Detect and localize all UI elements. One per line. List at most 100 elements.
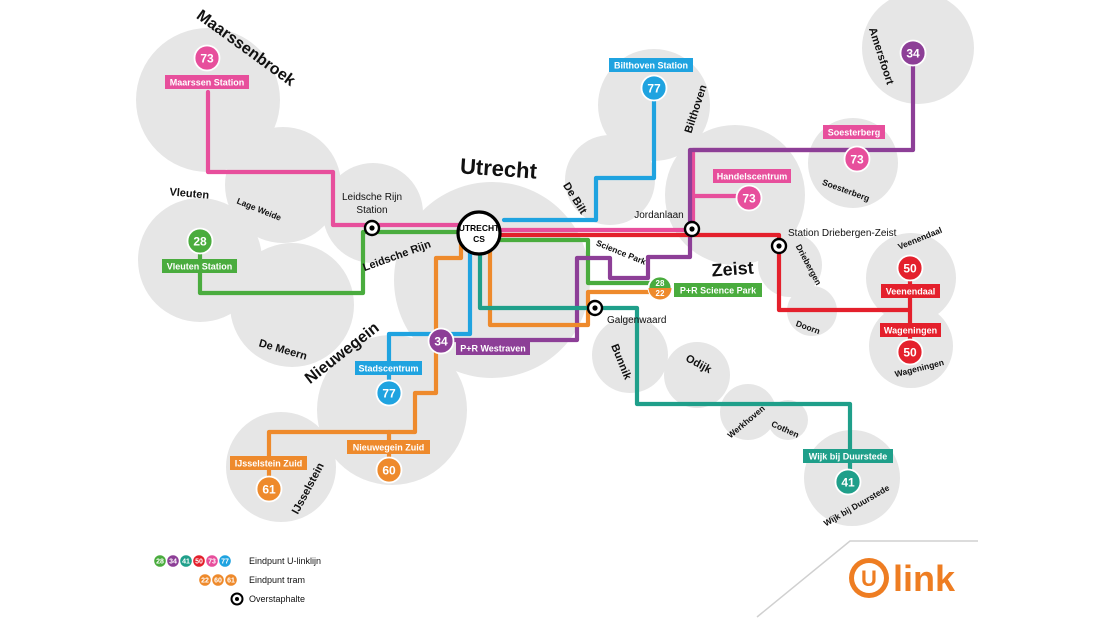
label-soesterberg[interactable]: Soesterberg	[828, 128, 881, 138]
stop-label-galgenwaard: Galgenwaard	[607, 315, 666, 326]
label-wijk-bij-duurstede[interactable]: Wijk bij Duurstede	[809, 452, 887, 462]
label-box-soesterberg	[823, 125, 885, 139]
stop-label-leidsche-rijn-station-2: Station	[356, 205, 387, 216]
place-name-zeist: Zeist	[711, 258, 754, 281]
ulink-logo: U link	[756, 540, 978, 618]
route-disc-28-22-science-park[interactable]: 28 22	[647, 275, 673, 301]
transfer-stops	[363, 219, 788, 317]
svg-text:61: 61	[262, 483, 276, 497]
line-28-green[interactable]	[197, 229, 463, 296]
label-vleuten-station[interactable]: Vleuten Station	[167, 262, 233, 272]
legend-disc-number-73: 73	[208, 559, 216, 566]
route-lines	[197, 50, 916, 492]
utrecht-cs-hub[interactable]: UTRECHT CS	[456, 210, 502, 256]
label-wageningen[interactable]: Wageningen	[884, 326, 937, 336]
place-name-vleuten: Vleuten	[169, 186, 210, 201]
label-box-wijk-bij-duurstede	[803, 449, 893, 463]
legend-disc-number-22: 22	[201, 578, 209, 585]
terminal-labels: Maarssen Station Vleuten Station Bilthov…	[162, 58, 941, 470]
line-34-purple[interactable]	[438, 50, 916, 343]
utrecht-cs-label-1: UTRECHT	[459, 223, 500, 233]
line-28-green-east[interactable]	[497, 237, 666, 286]
svg-text:28: 28	[193, 235, 207, 249]
area-de-meern	[230, 243, 354, 367]
legend-disc-number-77: 77	[221, 559, 229, 566]
label-bilthoven-station[interactable]: Bilthoven Station	[614, 61, 688, 71]
utrecht-cs-circle	[456, 210, 502, 256]
svg-text:77: 77	[647, 82, 661, 96]
line-22-orange[interactable]	[487, 247, 666, 328]
route-disc-77-bilthoven[interactable]: 77	[640, 74, 668, 102]
label-maarssen-station[interactable]: Maarssen Station	[170, 78, 245, 88]
label-nieuwegein-zuid[interactable]: Nieuwegein Zuid	[353, 443, 425, 453]
route-disc-34-westraven[interactable]: 34	[427, 327, 455, 355]
label-handelscentrum[interactable]: Handelscentrum	[717, 172, 788, 182]
place-name-science-park: Science Park	[595, 238, 648, 267]
transfer-stop-galgenwaard-dot	[592, 305, 598, 311]
label-ijsselstein-zuid[interactable]: IJsselstein Zuid	[235, 459, 303, 469]
label-p-r-westraven[interactable]: P+R Westraven	[460, 344, 526, 354]
label-box-stadscentrum	[355, 361, 422, 375]
label-veenendaal[interactable]: Veenendaal	[886, 287, 936, 297]
legend-disc-77	[218, 554, 232, 568]
line-41-teal[interactable]	[477, 241, 853, 485]
svg-text:22: 22	[656, 289, 665, 298]
label-box-p-r-science-park	[674, 283, 762, 297]
legend-disc-number-34: 34	[169, 559, 177, 566]
route-disc-50-wageningen[interactable]: 50	[896, 338, 924, 366]
legend-disc-number-60: 60	[214, 578, 222, 585]
route-disc-61-ijsselstein[interactable]: 61	[255, 475, 283, 503]
label-box-ijsselstein-zuid	[230, 456, 307, 470]
route-disc-41-wijk[interactable]: 41	[834, 468, 862, 496]
line-77-blue[interactable]	[501, 85, 657, 223]
legend-transfer-icon-dot	[235, 597, 239, 601]
label-stadscentrum[interactable]: Stadscentrum	[358, 364, 418, 374]
logo-divider-line	[756, 540, 978, 618]
route-disc-50-veenendaal[interactable]: 50	[896, 254, 924, 282]
svg-text:73: 73	[850, 153, 864, 167]
route-disc-73-maarssen[interactable]: 73	[193, 44, 221, 72]
label-box-bilthoven-station	[609, 58, 693, 72]
route-disc-73-soesterberg[interactable]: 73	[843, 145, 871, 173]
svg-text:50: 50	[903, 262, 917, 276]
label-box-vleuten-station	[162, 259, 237, 273]
svg-text:50: 50	[903, 346, 917, 360]
legend-disc-number-50: 50	[195, 559, 203, 566]
svg-text:60: 60	[382, 464, 396, 478]
legend-ulink-label: Eindpunt U-linklijn	[249, 556, 321, 566]
svg-text:77: 77	[382, 387, 396, 401]
route-disc-77-stadscentrum[interactable]: 77	[375, 379, 403, 407]
route-discs: 73 28 77 34 73 73 28 22 50	[186, 39, 927, 503]
label-box-wageningen	[880, 323, 941, 337]
svg-text:34: 34	[906, 47, 920, 61]
area-lage-weide	[225, 127, 341, 243]
legend-transfer-label: Overstaphalte	[249, 594, 305, 604]
label-box-veenendaal	[881, 284, 940, 298]
legend-disc-number-28: 28	[156, 559, 164, 566]
transfer-stop-driebergen-zeist-dot	[776, 243, 782, 249]
svg-text:34: 34	[434, 335, 448, 349]
transfer-stop-jordanlaan-dot	[689, 226, 695, 232]
route-disc-28-vleuten[interactable]: 28	[186, 227, 214, 255]
area-bunnik	[592, 317, 668, 393]
logo-u-letter: U	[861, 566, 877, 591]
logo-link-text: link	[893, 558, 956, 599]
line-60-orange[interactable]	[266, 241, 464, 492]
label-box-maarssen-station	[165, 75, 249, 89]
stop-label-jordanlaan: Jordanlaan	[634, 210, 683, 221]
stop-labels: Leidsche Rijn Station Jordanlaan Station…	[342, 192, 897, 326]
svg-text:73: 73	[742, 192, 756, 206]
label-p-r-science-park[interactable]: P+R Science Park	[680, 286, 757, 296]
svg-text:73: 73	[200, 52, 214, 66]
area-leidsche-rijn-station	[323, 163, 423, 263]
route-disc-34-amersfoort[interactable]: 34	[899, 39, 927, 67]
area-werkhoven	[720, 384, 776, 440]
route-disc-73-handelscentrum[interactable]: 73	[735, 184, 763, 212]
stop-label-station-driebergen-zeist: Station Driebergen-Zeist	[788, 228, 897, 239]
label-box-handelscentrum	[713, 169, 791, 183]
route-disc-60-nieuwegein-zuid[interactable]: 60	[375, 456, 403, 484]
